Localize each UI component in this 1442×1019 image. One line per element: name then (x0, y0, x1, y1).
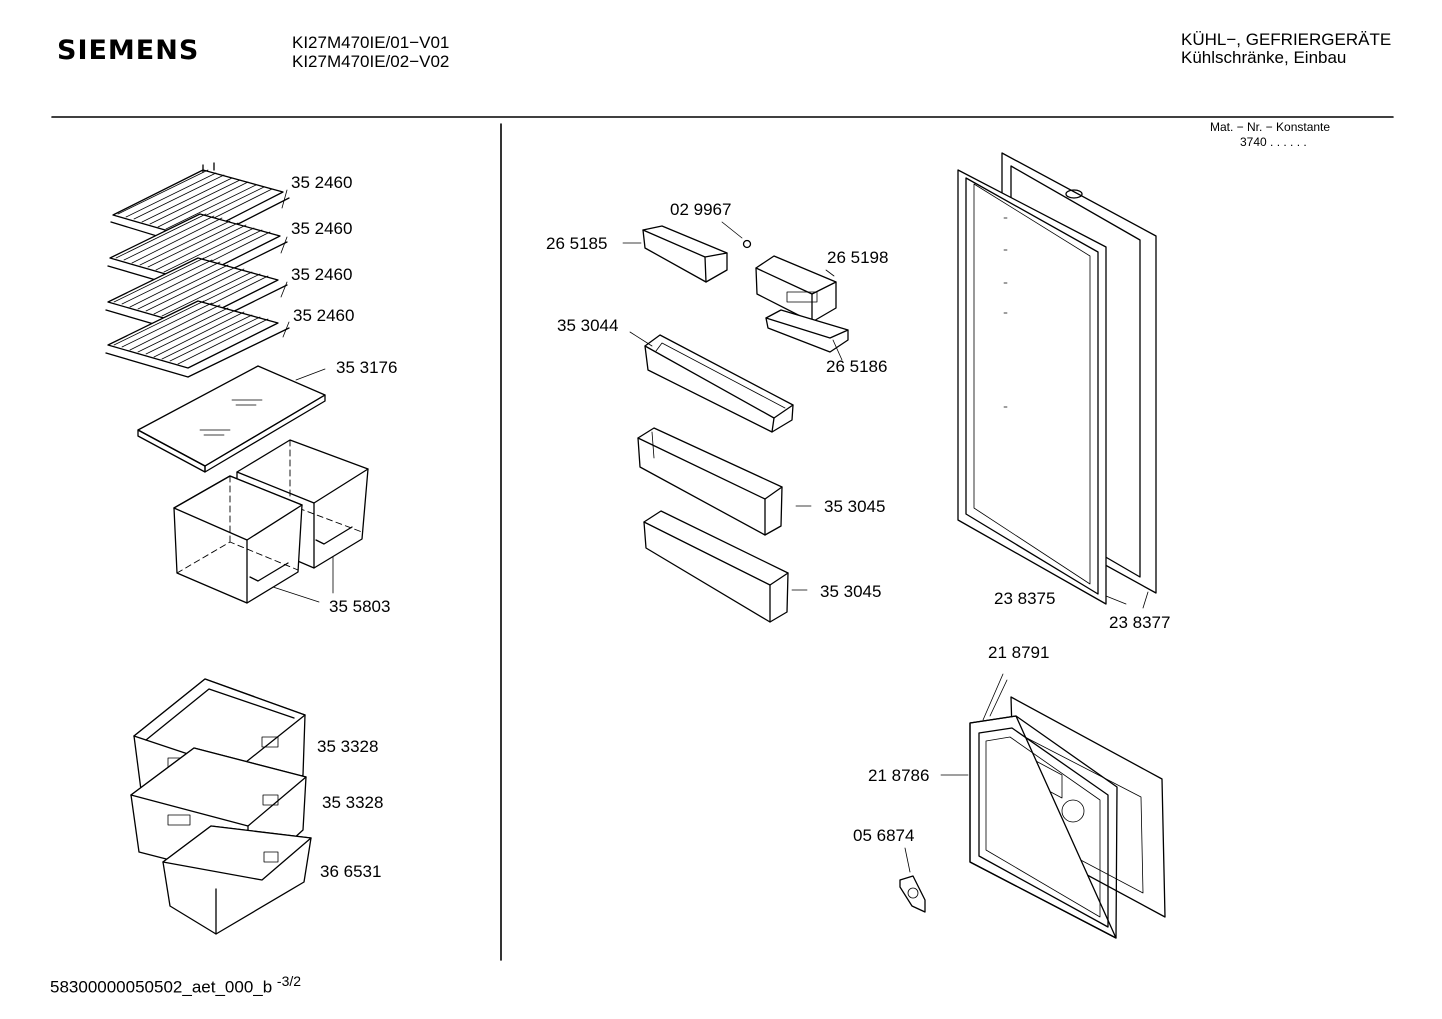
small-shelf (642, 225, 728, 283)
wire-shelf-1 (110, 162, 290, 248)
fridge-door (957, 152, 1157, 609)
screw (742, 239, 752, 249)
part-label-freezer-gasket: 21 8786 (868, 766, 930, 785)
brand-logo: SIEMENS (57, 35, 200, 66)
part-label-drawer-2: 35 3328 (322, 793, 384, 812)
freezer-door (940, 673, 1166, 939)
crisper-front (173, 475, 303, 604)
door-gasket (957, 169, 1107, 605)
part-label-screw: 02 9967 (670, 200, 732, 219)
drawers (130, 678, 312, 935)
category-line-1: KÜHL−, GEFRIERGERÄTE (1181, 30, 1392, 49)
part-label-freezer-door: 21 8791 (988, 643, 1050, 662)
drawer-3 (162, 825, 312, 935)
part-label-glass-shelf: 35 3176 (336, 358, 398, 377)
part-label-flap-holder: 26 5186 (826, 357, 888, 376)
part-label-door-shelf-low: 35 3045 (820, 582, 882, 601)
part-label-shelf-1: 35 2460 (291, 173, 353, 192)
part-label-shelf-3: 35 2460 (291, 265, 353, 284)
part-label-door-shelf-mid: 35 3045 (824, 497, 886, 516)
part-label-small-shelf: 26 5185 (546, 234, 608, 253)
crisper-boxes (173, 439, 369, 604)
part-label-door-panel: 23 8377 (1109, 613, 1171, 632)
model-numbers: KI27M470IE/01−V01 KI27M470IE/02−V02 (292, 33, 449, 71)
mat-value: 3740 . . . . . . (1240, 135, 1307, 149)
door-shelf-low (643, 510, 789, 623)
door-shelf-mid (637, 427, 783, 536)
freezer-gasket (969, 715, 1118, 939)
part-label-crisper: 35 5803 (329, 597, 391, 616)
wire-shelves (105, 162, 290, 378)
page-indicator: -3/2 (276, 973, 302, 989)
thermometer (899, 847, 926, 913)
mat-label: Mat. − Nr. − Konstante (1210, 120, 1331, 134)
document-footer: 58300000050502_aet_000_b -3/2 (50, 973, 301, 998)
product-category: KÜHL−, GEFRIERGERÄTE Kühlschränke, Einba… (1181, 31, 1391, 67)
part-label-drawer-1: 35 3328 (317, 737, 379, 756)
part-label-shelf-4: 35 2460 (293, 306, 355, 325)
part-label-door-gasket: 23 8375 (994, 589, 1056, 608)
glass-shelf (137, 365, 326, 473)
document-id: 58300000050502_aet_000_b (50, 977, 273, 997)
door-parts (622, 221, 849, 623)
model-line-1: KI27M470IE/01−V01 (292, 33, 450, 52)
part-label-drawer-3: 36 6531 (320, 862, 382, 881)
model-line-2: KI27M470IE/02−V02 (292, 52, 450, 71)
material-number-info: Mat. − Nr. − Konstante 3740 . . . . . . (1210, 120, 1330, 150)
flap-holder (765, 309, 849, 353)
door-shelf-top (644, 334, 794, 433)
part-label-door-shelf-top: 35 3044 (557, 316, 619, 335)
category-line-2: Kühlschränke, Einbau (1181, 48, 1347, 67)
part-label-flap: 26 5198 (827, 248, 889, 267)
wire-shelf-4 (105, 300, 290, 378)
part-label-shelf-2: 35 2460 (291, 219, 353, 238)
flap (755, 255, 837, 323)
part-label-thermometer: 05 6874 (853, 826, 915, 845)
